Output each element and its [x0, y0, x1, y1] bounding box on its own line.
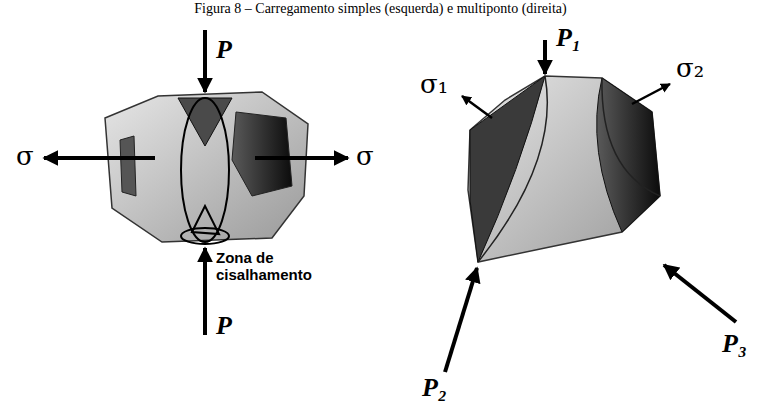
load-label: P₁ — [556, 24, 581, 53]
stress-label: σ — [16, 142, 34, 171]
crystal-single — [105, 92, 308, 244]
stress-label: σ₂ — [676, 54, 704, 83]
load-label: P₂ — [422, 374, 447, 403]
load-label: P₃ — [722, 330, 747, 359]
crystal-multipoint — [468, 76, 660, 262]
force-arrows-left — [44, 30, 348, 335]
figure-title: Figura 8 – Carregamento simples (esquerd… — [0, 1, 761, 16]
stress-label: σ — [356, 142, 374, 171]
shear-zone-label: Zona de cisalhamento — [216, 250, 316, 283]
load-label: P — [216, 312, 232, 341]
load-label: P — [216, 36, 232, 65]
force-arrows-right — [445, 40, 736, 372]
stress-label: σ₁ — [420, 70, 448, 99]
